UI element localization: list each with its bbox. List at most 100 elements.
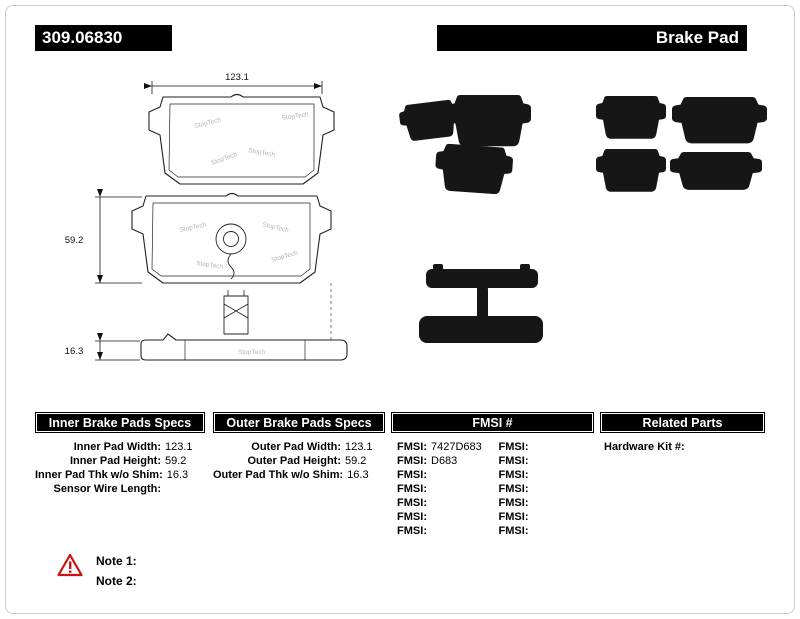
table-row: Outer Pad Height: 59.2	[213, 454, 385, 468]
fmsi-value	[529, 524, 595, 538]
pad-front-view-drawing	[148, 93, 335, 185]
table-row: FMSI:	[493, 482, 595, 496]
table-row: FMSI: D683	[391, 454, 493, 468]
fmsi-value	[427, 482, 493, 496]
fmsi-value	[529, 468, 595, 482]
related-parts-title: Related Parts	[642, 415, 723, 430]
part-number-bar: 309.06830	[35, 25, 172, 51]
part-number: 309.06830	[42, 28, 123, 47]
stoptech-watermark: StopTech	[210, 151, 238, 167]
table-row: Inner Pad Height: 59.2	[35, 454, 205, 468]
fmsi-value	[427, 496, 493, 510]
table-row: FMSI:	[391, 496, 493, 510]
fmsi-value	[427, 468, 493, 482]
table-row: FMSI:	[493, 454, 595, 468]
table-row: Inner Pad Width: 123.1	[35, 440, 205, 454]
fmsi-value	[427, 524, 493, 538]
spec-label: Inner Pad Thk w/o Shim:	[35, 469, 163, 481]
fmsi-label: FMSI:	[397, 441, 427, 453]
fmsi-label: FMSI:	[498, 469, 529, 481]
outer-specs-header: Outer Brake Pads Specs	[213, 412, 385, 433]
outer-specs-table: Outer Pad Width: 123.1 Outer Pad Height:…	[213, 440, 385, 482]
thickness-dimension	[95, 333, 140, 361]
watermark-group: StopTech StopTech StopTech StopTech Stop…	[179, 111, 310, 356]
height-dimension-label: 59.2	[65, 235, 84, 246]
fmsi-right-column: FMSI: FMSI: FMSI: FMSI: FMSI: FMSI:	[493, 440, 595, 538]
table-row: FMSI:	[391, 510, 493, 524]
spec-value	[161, 482, 205, 496]
width-dimension-label: 123.1	[225, 72, 249, 83]
fmsi-left-column: FMSI: 7427D683 FMSI: D683 FMSI: FMSI: FM…	[391, 440, 493, 538]
inner-specs-header: Inner Brake Pads Specs	[35, 412, 205, 433]
fmsi-label: FMSI:	[498, 483, 529, 495]
related-parts-header: Related Parts	[600, 412, 765, 433]
table-row: FMSI:	[493, 440, 595, 454]
thickness-dimension-label: 16.3	[65, 346, 84, 357]
pad-side-view-drawing	[140, 283, 348, 361]
inner-specs-table: Inner Pad Width: 123.1 Inner Pad Height:…	[35, 440, 205, 496]
fmsi-label: FMSI:	[498, 511, 529, 523]
fmsi-value	[529, 454, 595, 468]
fmsi-title: FMSI #	[472, 415, 513, 430]
notes-section: Note 1: Note 2:	[57, 551, 137, 591]
fmsi-label: FMSI:	[397, 483, 427, 495]
fmsi-label: FMSI:	[397, 469, 427, 481]
table-row: FMSI:	[391, 524, 493, 538]
stoptech-watermark: StopTech	[248, 147, 276, 159]
stoptech-watermark: StopTech	[281, 111, 309, 122]
table-row: FMSI:	[493, 524, 595, 538]
fmsi-value	[529, 440, 595, 454]
spec-label: Inner Pad Width:	[73, 441, 161, 453]
fmsi-value	[529, 496, 595, 510]
stoptech-watermark: StopTech	[271, 250, 299, 264]
table-row: Inner Pad Thk w/o Shim: 16.3	[35, 468, 205, 482]
spec-value: 123.1	[165, 441, 193, 453]
fmsi-label: FMSI:	[397, 511, 427, 523]
table-row: Hardware Kit #:	[604, 440, 765, 454]
table-row: Sensor Wire Length:	[35, 482, 205, 496]
fmsi-label: FMSI:	[498, 455, 529, 467]
pad-photo-silhouettes	[398, 95, 767, 196]
table-row: Outer Pad Thk w/o Shim: 16.3	[213, 468, 385, 482]
related-parts-table: Hardware Kit #:	[600, 440, 765, 454]
spec-label: Sensor Wire Length:	[53, 483, 161, 495]
stoptech-watermark: StopTech	[196, 260, 224, 271]
stoptech-watermark: StopTech	[238, 349, 265, 356]
fmsi-value	[529, 482, 595, 496]
fmsi-label: FMSI:	[397, 497, 427, 509]
stoptech-watermark: StopTech	[194, 116, 222, 129]
fmsi-label: FMSI:	[498, 497, 529, 509]
fmsi-label: FMSI:	[498, 441, 529, 453]
table-row: FMSI:	[391, 482, 493, 496]
spec-label: Outer Pad Height:	[247, 455, 341, 467]
stoptech-watermark: StopTech	[262, 221, 290, 234]
warning-icon	[57, 553, 83, 577]
table-row: FMSI:	[493, 468, 595, 482]
note-1: Note 1:	[96, 554, 137, 568]
width-dimension	[144, 81, 323, 94]
table-row: FMSI: 7427D683	[391, 440, 493, 454]
table-row: FMSI:	[493, 510, 595, 524]
table-row: Outer Pad Width: 123.1	[213, 440, 385, 454]
height-dimension	[95, 189, 142, 284]
spec-value: 16.3	[347, 469, 369, 481]
pad-edge-silhouettes	[419, 264, 543, 343]
fmsi-table: FMSI: 7427D683 FMSI: D683 FMSI: FMSI: FM…	[391, 440, 594, 538]
outer-specs-title: Outer Brake Pads Specs	[226, 415, 372, 430]
spec-value: 123.1	[345, 441, 373, 453]
inner-specs-title: Inner Brake Pads Specs	[48, 415, 192, 430]
page-title: Brake Pad	[655, 28, 739, 47]
fmsi-value: 7427D683	[431, 441, 482, 453]
spec-label: Inner Pad Height:	[69, 455, 161, 467]
spec-label: Outer Pad Thk w/o Shim:	[213, 469, 344, 481]
related-part-label: Hardware Kit #:	[604, 441, 685, 453]
table-row: FMSI:	[493, 496, 595, 510]
stoptech-watermark: StopTech	[179, 221, 207, 234]
fmsi-label: FMSI:	[397, 455, 427, 467]
product-name-bar: Brake Pad	[437, 25, 747, 51]
fmsi-value	[427, 510, 493, 524]
fmsi-value	[529, 510, 595, 524]
pad-sensor-view-drawing	[131, 192, 332, 284]
note-2: Note 2:	[96, 574, 137, 588]
